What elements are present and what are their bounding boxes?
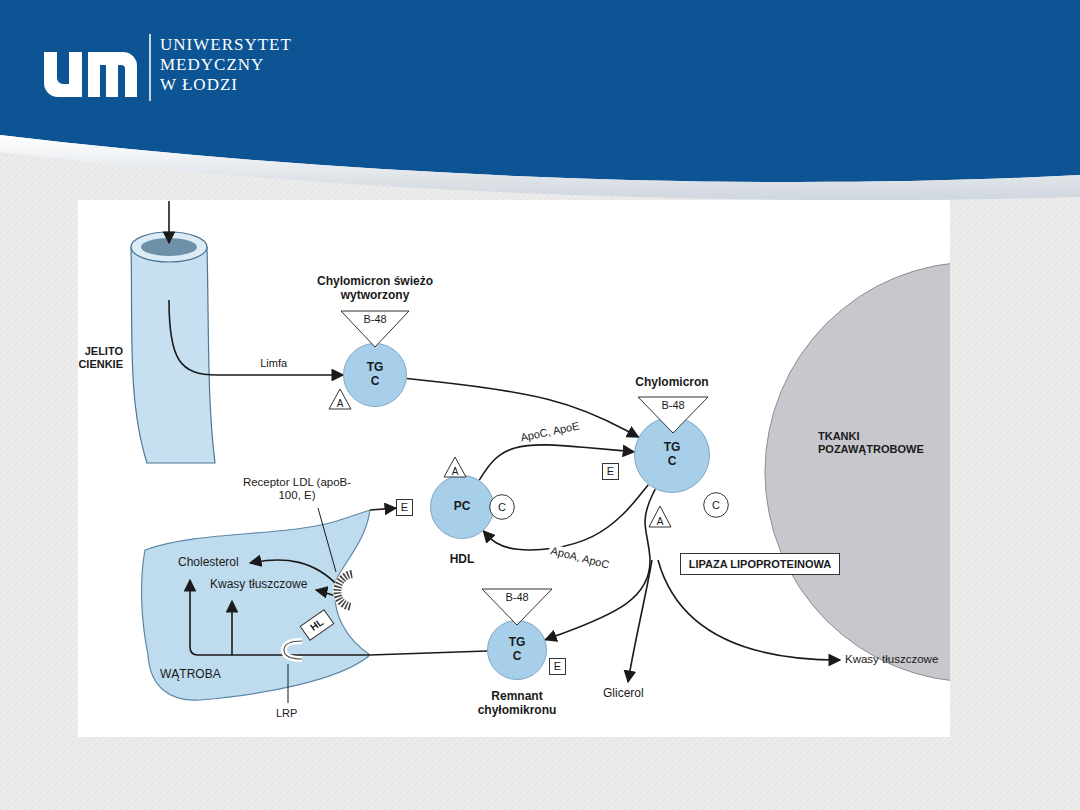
transport-arrow — [370, 508, 396, 510]
lipoprotein-circle: TG CRemnant chyłomikronu — [487, 620, 547, 680]
node-text: TG C — [367, 361, 384, 389]
apoprotein-circle: C — [489, 494, 515, 520]
apoprotein-triangle: B-48 — [340, 310, 410, 348]
leader-line — [288, 664, 289, 703]
receptor-label: LRP — [276, 707, 297, 720]
node-text: E — [554, 660, 561, 673]
logo-text: UNIWERSYTET — [160, 35, 292, 55]
edge-label: Limfa — [258, 357, 289, 370]
node-text: B-48 — [661, 399, 684, 412]
receptor-hatch — [337, 574, 352, 607]
node-heading: WĄTROBA — [160, 668, 221, 682]
transport-arrow — [545, 489, 655, 640]
transport-arrow — [370, 651, 487, 655]
intake-arrow — [168, 201, 170, 243]
transport-arrow — [217, 374, 343, 376]
node-text: C — [712, 499, 720, 512]
receptor-fatty-acid-arrow — [316, 590, 345, 600]
receptor-symbol — [337, 574, 352, 607]
receptor-label: Receptor LDL (apoB-100, E) — [236, 476, 358, 502]
tissue-region: TKANKI POZAWĄTROBOWE — [760, 262, 950, 682]
node-heading: Chylomicron świeżo wytworzony — [314, 275, 436, 303]
node-text: B-48 — [505, 591, 528, 604]
apoprotein-triangle: A — [648, 505, 672, 528]
header-swoosh — [0, 135, 1080, 200]
tissue-fatty-acid-arrow — [658, 560, 840, 660]
logo-text: W ŁODZI — [160, 75, 238, 95]
node-heading: HDL — [450, 553, 475, 567]
node-text: TG C — [509, 636, 526, 664]
node-text: TG C — [664, 441, 681, 469]
lrp-outline — [284, 641, 302, 659]
logo-mark — [44, 52, 137, 97]
fatty-acid-arrow — [231, 601, 233, 655]
apoprotein-square: E — [396, 499, 413, 516]
edge-label: ApoC, ApoE — [517, 419, 582, 445]
node-heading: Remnant chyłomikronu — [478, 690, 557, 718]
node-text: A — [657, 516, 664, 528]
node-text: B-48 — [363, 313, 386, 326]
apoprotein-triangle: B-48 — [481, 588, 553, 626]
receptor-cholesterol-arrow — [250, 560, 340, 588]
glycerol-arrow — [628, 560, 652, 682]
node-outline — [760, 262, 950, 682]
lipoprotein-circle: Chylomicron świeżo wytworzonyTG C — [343, 343, 407, 407]
node-outline — [127, 225, 217, 465]
leader-line — [318, 508, 336, 572]
node-heading: TKANKI POZAWĄTROBOWE — [818, 430, 924, 455]
apoprotein-triangle: A — [443, 456, 467, 478]
intestine-tube: JELITO CIENKIE — [127, 225, 217, 465]
logo-divider — [149, 34, 151, 101]
node-heading: Chylomicron — [635, 376, 708, 390]
node-text: A — [337, 398, 344, 410]
lrp-symbol — [284, 641, 302, 659]
transport-arrow — [407, 378, 639, 437]
transport-arrow — [483, 485, 648, 550]
node-text: HL — [308, 616, 326, 633]
liver-organ: WĄTROBA — [140, 505, 370, 705]
apoprotein-circle: C — [703, 492, 729, 518]
product-label: Glicerol — [603, 687, 644, 701]
apoprotein-square: E — [602, 463, 619, 480]
apoprotein-triangle: B-48 — [637, 396, 709, 434]
lipoprotein-circle: PCHDL — [430, 475, 494, 539]
logo-text: MEDYCZNY — [160, 55, 264, 75]
node-text: LIPAZA LIPOPROTEINOWA — [689, 558, 831, 571]
node-text: C — [498, 501, 506, 514]
node-text: PC — [454, 500, 471, 514]
lymph-path — [169, 300, 217, 375]
node-text: E — [607, 465, 614, 478]
node-text: A — [452, 466, 459, 478]
apoprotein-square: E — [549, 658, 566, 675]
transport-arrow — [479, 445, 634, 480]
node-text: E — [401, 501, 408, 514]
cholesterol-arrow — [190, 580, 370, 655]
edge-label: ApoA, ApoC — [547, 544, 612, 572]
enzyme-box: LIPAZA LIPOPROTEINOWA — [680, 553, 840, 575]
node-heading: JELITO CIENKIE — [78, 345, 123, 370]
apoprotein-triangle: A — [328, 388, 352, 410]
